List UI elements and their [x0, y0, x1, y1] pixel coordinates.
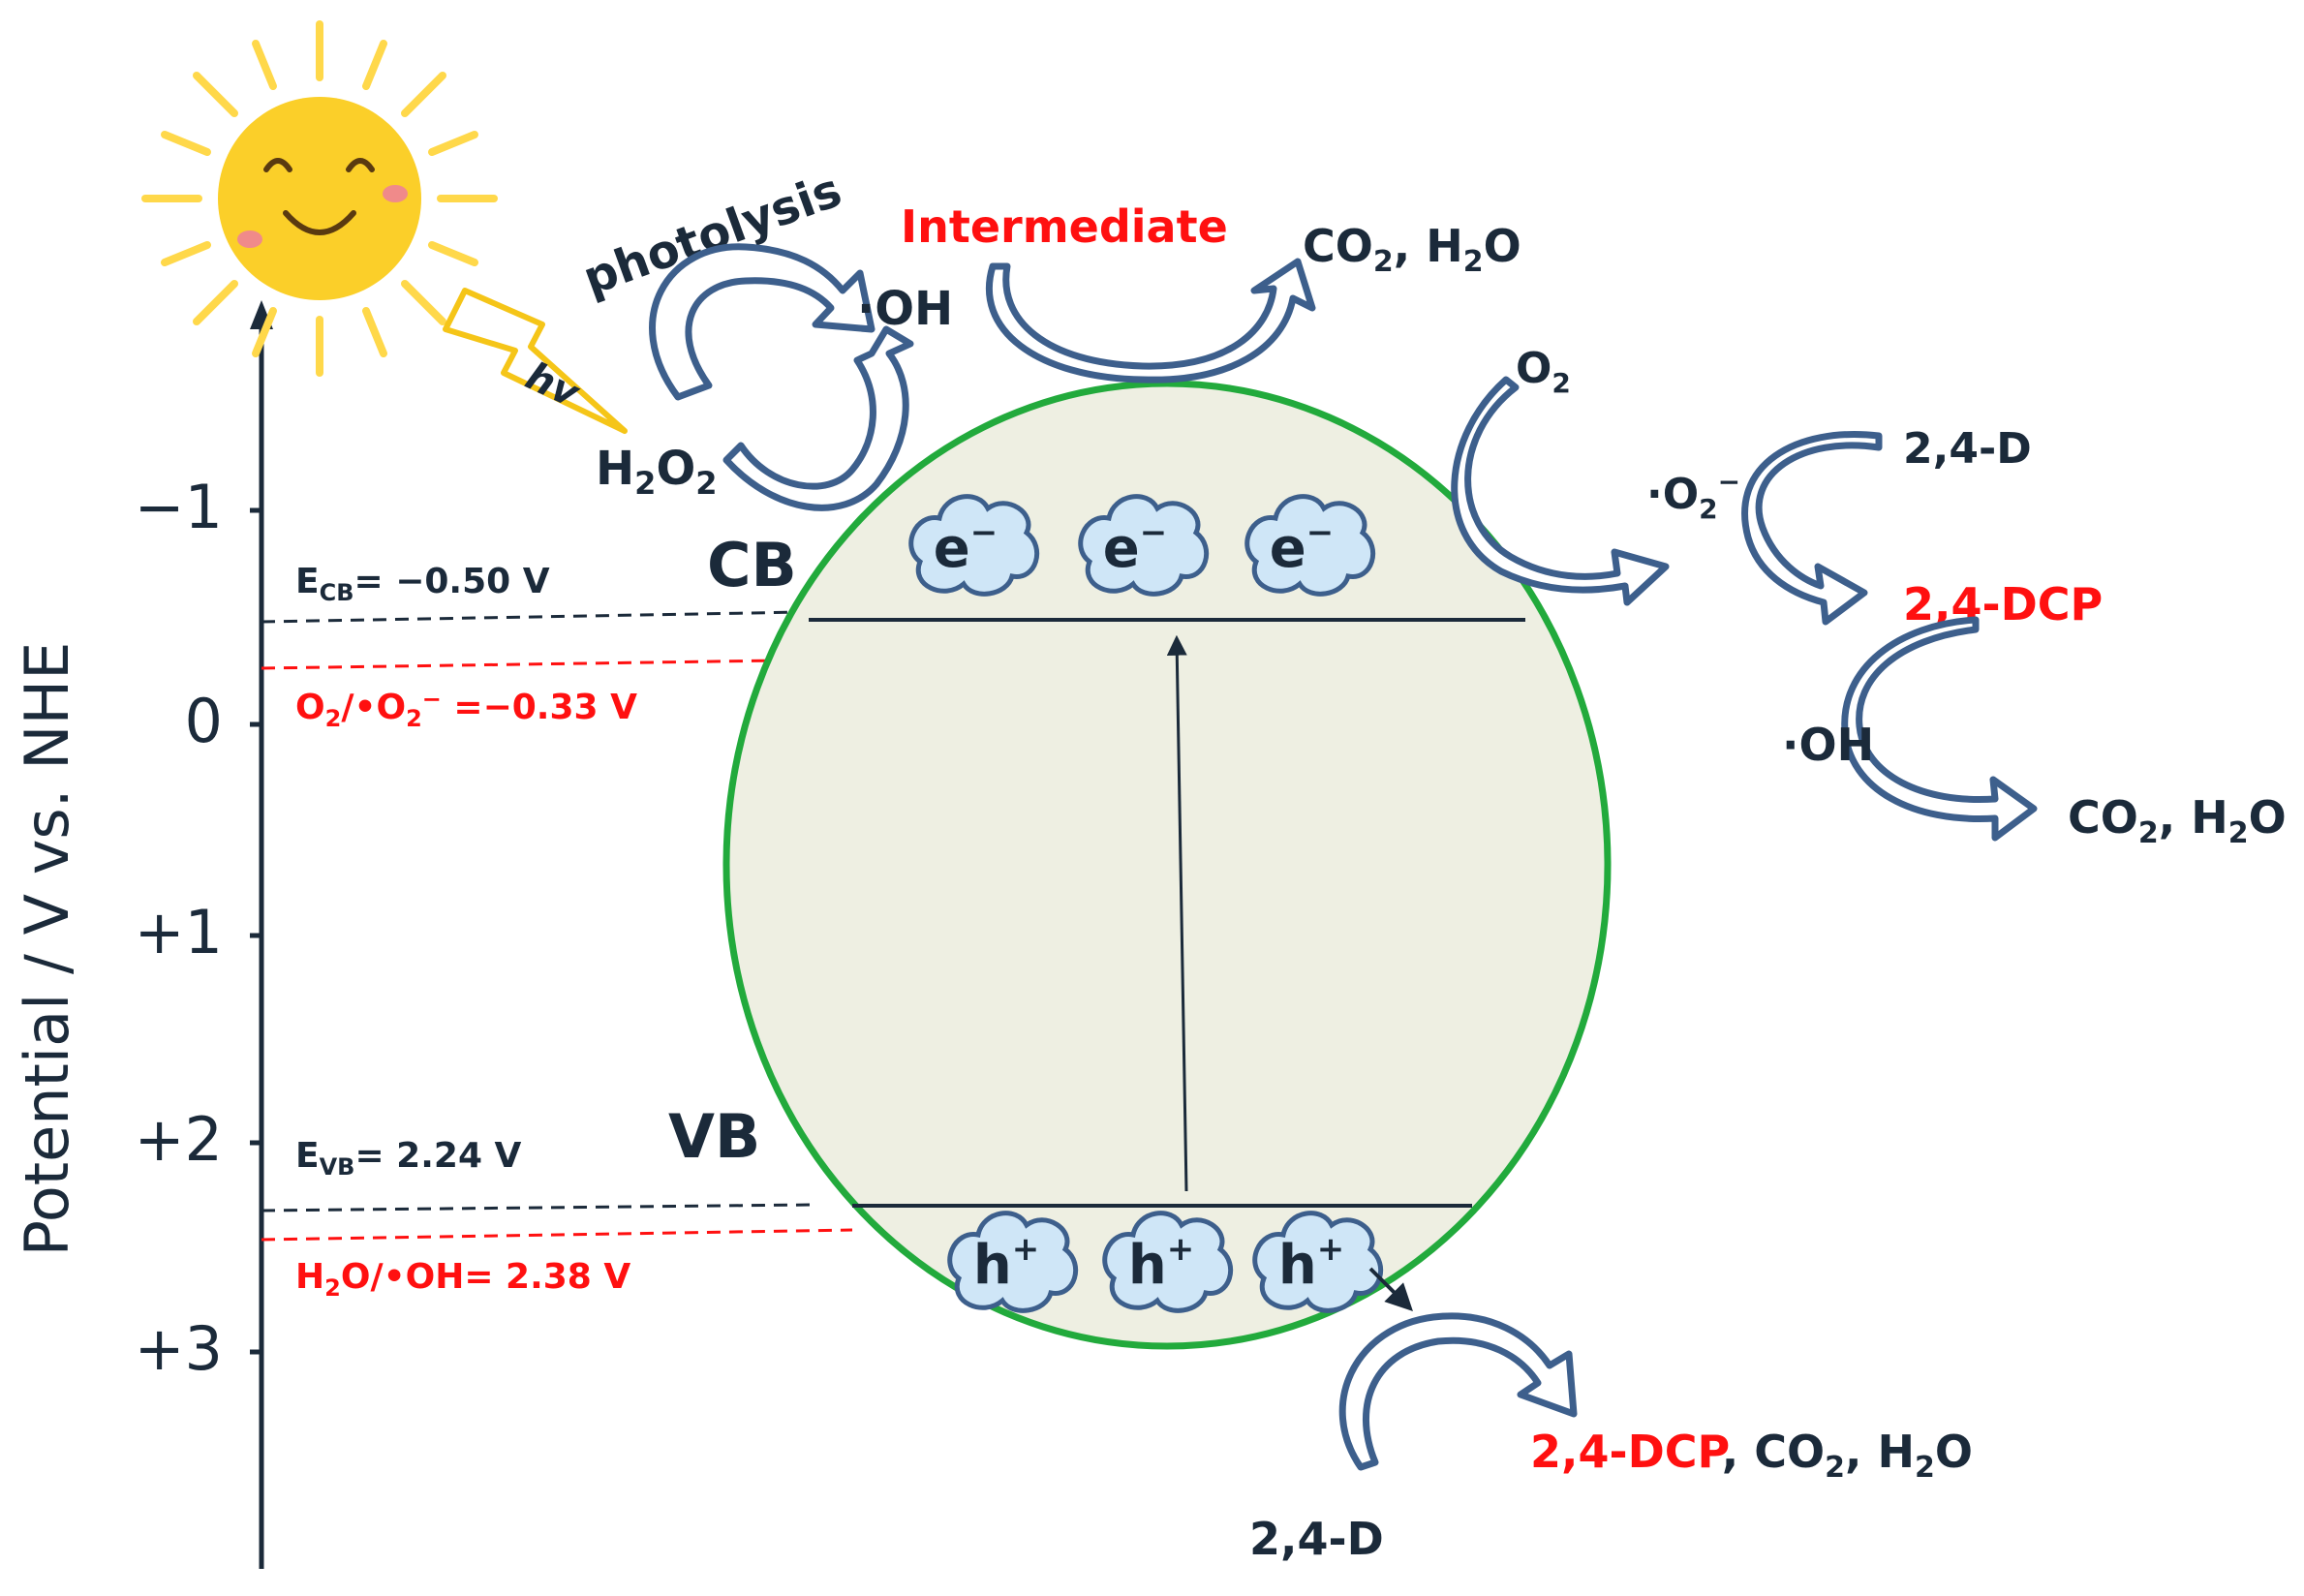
tick-label: +2: [135, 1104, 223, 1175]
h2o-hydroxyl-potential: H2O/•OH= 2.38 V: [295, 1257, 630, 1302]
tick-label: −1: [135, 472, 223, 542]
oh-radical-label: ·OH: [857, 282, 953, 336]
electron: e−: [1244, 494, 1376, 597]
holes: h+ h+ h+: [947, 1211, 1384, 1313]
axis-ticks: −1 0 +1 +2 +3: [135, 472, 261, 1384]
svg-text:h+: h+: [973, 1230, 1039, 1297]
tick-label: +1: [135, 897, 223, 967]
electron: e−: [1078, 494, 1210, 597]
hole-oxidation-arrow: [1338, 1312, 1578, 1471]
svg-text:h+: h+: [1128, 1230, 1194, 1297]
o2-superoxide-potential: O2/•O2− =−0.33 V: [295, 686, 637, 732]
sun-icon: [141, 20, 498, 377]
axis-title: Potential / V vs. NHE: [12, 642, 82, 1257]
superoxide-path: O2 ·O2− 2,4-D 2,4-DCP ·OH CO2, H2O: [1451, 344, 2287, 850]
mineralization-products: CO2, H2O: [2068, 791, 2287, 850]
particle-body: [722, 380, 1612, 1350]
intermediate-label: Intermediate: [901, 200, 1228, 253]
photolysis-arrow: [649, 243, 876, 401]
evb-dashed-line: [261, 1203, 814, 1212]
electron: e−: [908, 494, 1040, 597]
ecb-dashed-line: [261, 610, 805, 624]
potential-levels: ECB= −0.50 V O2/•O2− =−0.33 V EVB= 2.24 …: [261, 562, 853, 1302]
excitation-arrow: [1166, 634, 1188, 1192]
oh-oxidation-arrow: [1841, 616, 2038, 842]
tick-label: 0: [185, 686, 223, 756]
ecb-label: ECB= −0.50 V: [295, 562, 550, 606]
svg-text:e−: e−: [1270, 513, 1334, 580]
oh-radical-label-2: ·OH: [1782, 719, 1874, 771]
vb-label: VB: [668, 1101, 760, 1172]
dechlorination-arrow: [1741, 431, 1883, 626]
superoxide-radical-label: ·O2−: [1646, 466, 1740, 525]
hole-reactant-24d-label: 2,4-D: [1249, 1513, 1384, 1565]
reactant-24d-label: 2,4-D: [1903, 424, 2032, 474]
product-24dcp-label: 2,4-DCP: [1903, 578, 2103, 630]
intermediate-products: CO2, H2O: [1303, 220, 1521, 279]
cb-label: CB: [707, 530, 797, 600]
hole: h+: [1252, 1211, 1384, 1313]
potential-axis: −1 0 +1 +2 +3 Potential / V vs. NHE: [12, 300, 273, 1569]
o2-label: O2: [1516, 344, 1571, 399]
svg-text:e−: e−: [1103, 513, 1167, 580]
photolysis-block: photolysis H2O2 ·OH: [576, 163, 953, 511]
hole-transfer-arrow: [1368, 1267, 1413, 1311]
svg-text:e−: e−: [934, 513, 998, 580]
semiconductor-particle: CB VB: [668, 380, 1612, 1350]
h2o2-label: H2O2: [596, 442, 718, 502]
h2o-dashed-line: [261, 1228, 853, 1242]
o2-reduction-arrow: [1451, 376, 1670, 606]
o2-dashed-line: [261, 659, 781, 670]
hole-path: 2,4-D 2,4-DCP, CO2, H2O: [1249, 1267, 1973, 1565]
svg-text:h+: h+: [1278, 1230, 1344, 1297]
light-bolt-icon: hv: [443, 288, 628, 434]
electrons: e− e− e−: [908, 494, 1376, 597]
intermediate-block: Intermediate CO2, H2O: [901, 200, 1521, 384]
surface-oh-arrow: [722, 325, 914, 511]
intermediate-arrow: [985, 258, 1316, 384]
hole-products: 2,4-DCP, CO2, H2O: [1530, 1426, 1973, 1485]
hole: h+: [1102, 1211, 1234, 1313]
evb-label: EVB= 2.24 V: [295, 1136, 522, 1181]
hole: h+: [947, 1211, 1079, 1313]
tick-label: +3: [135, 1313, 223, 1384]
